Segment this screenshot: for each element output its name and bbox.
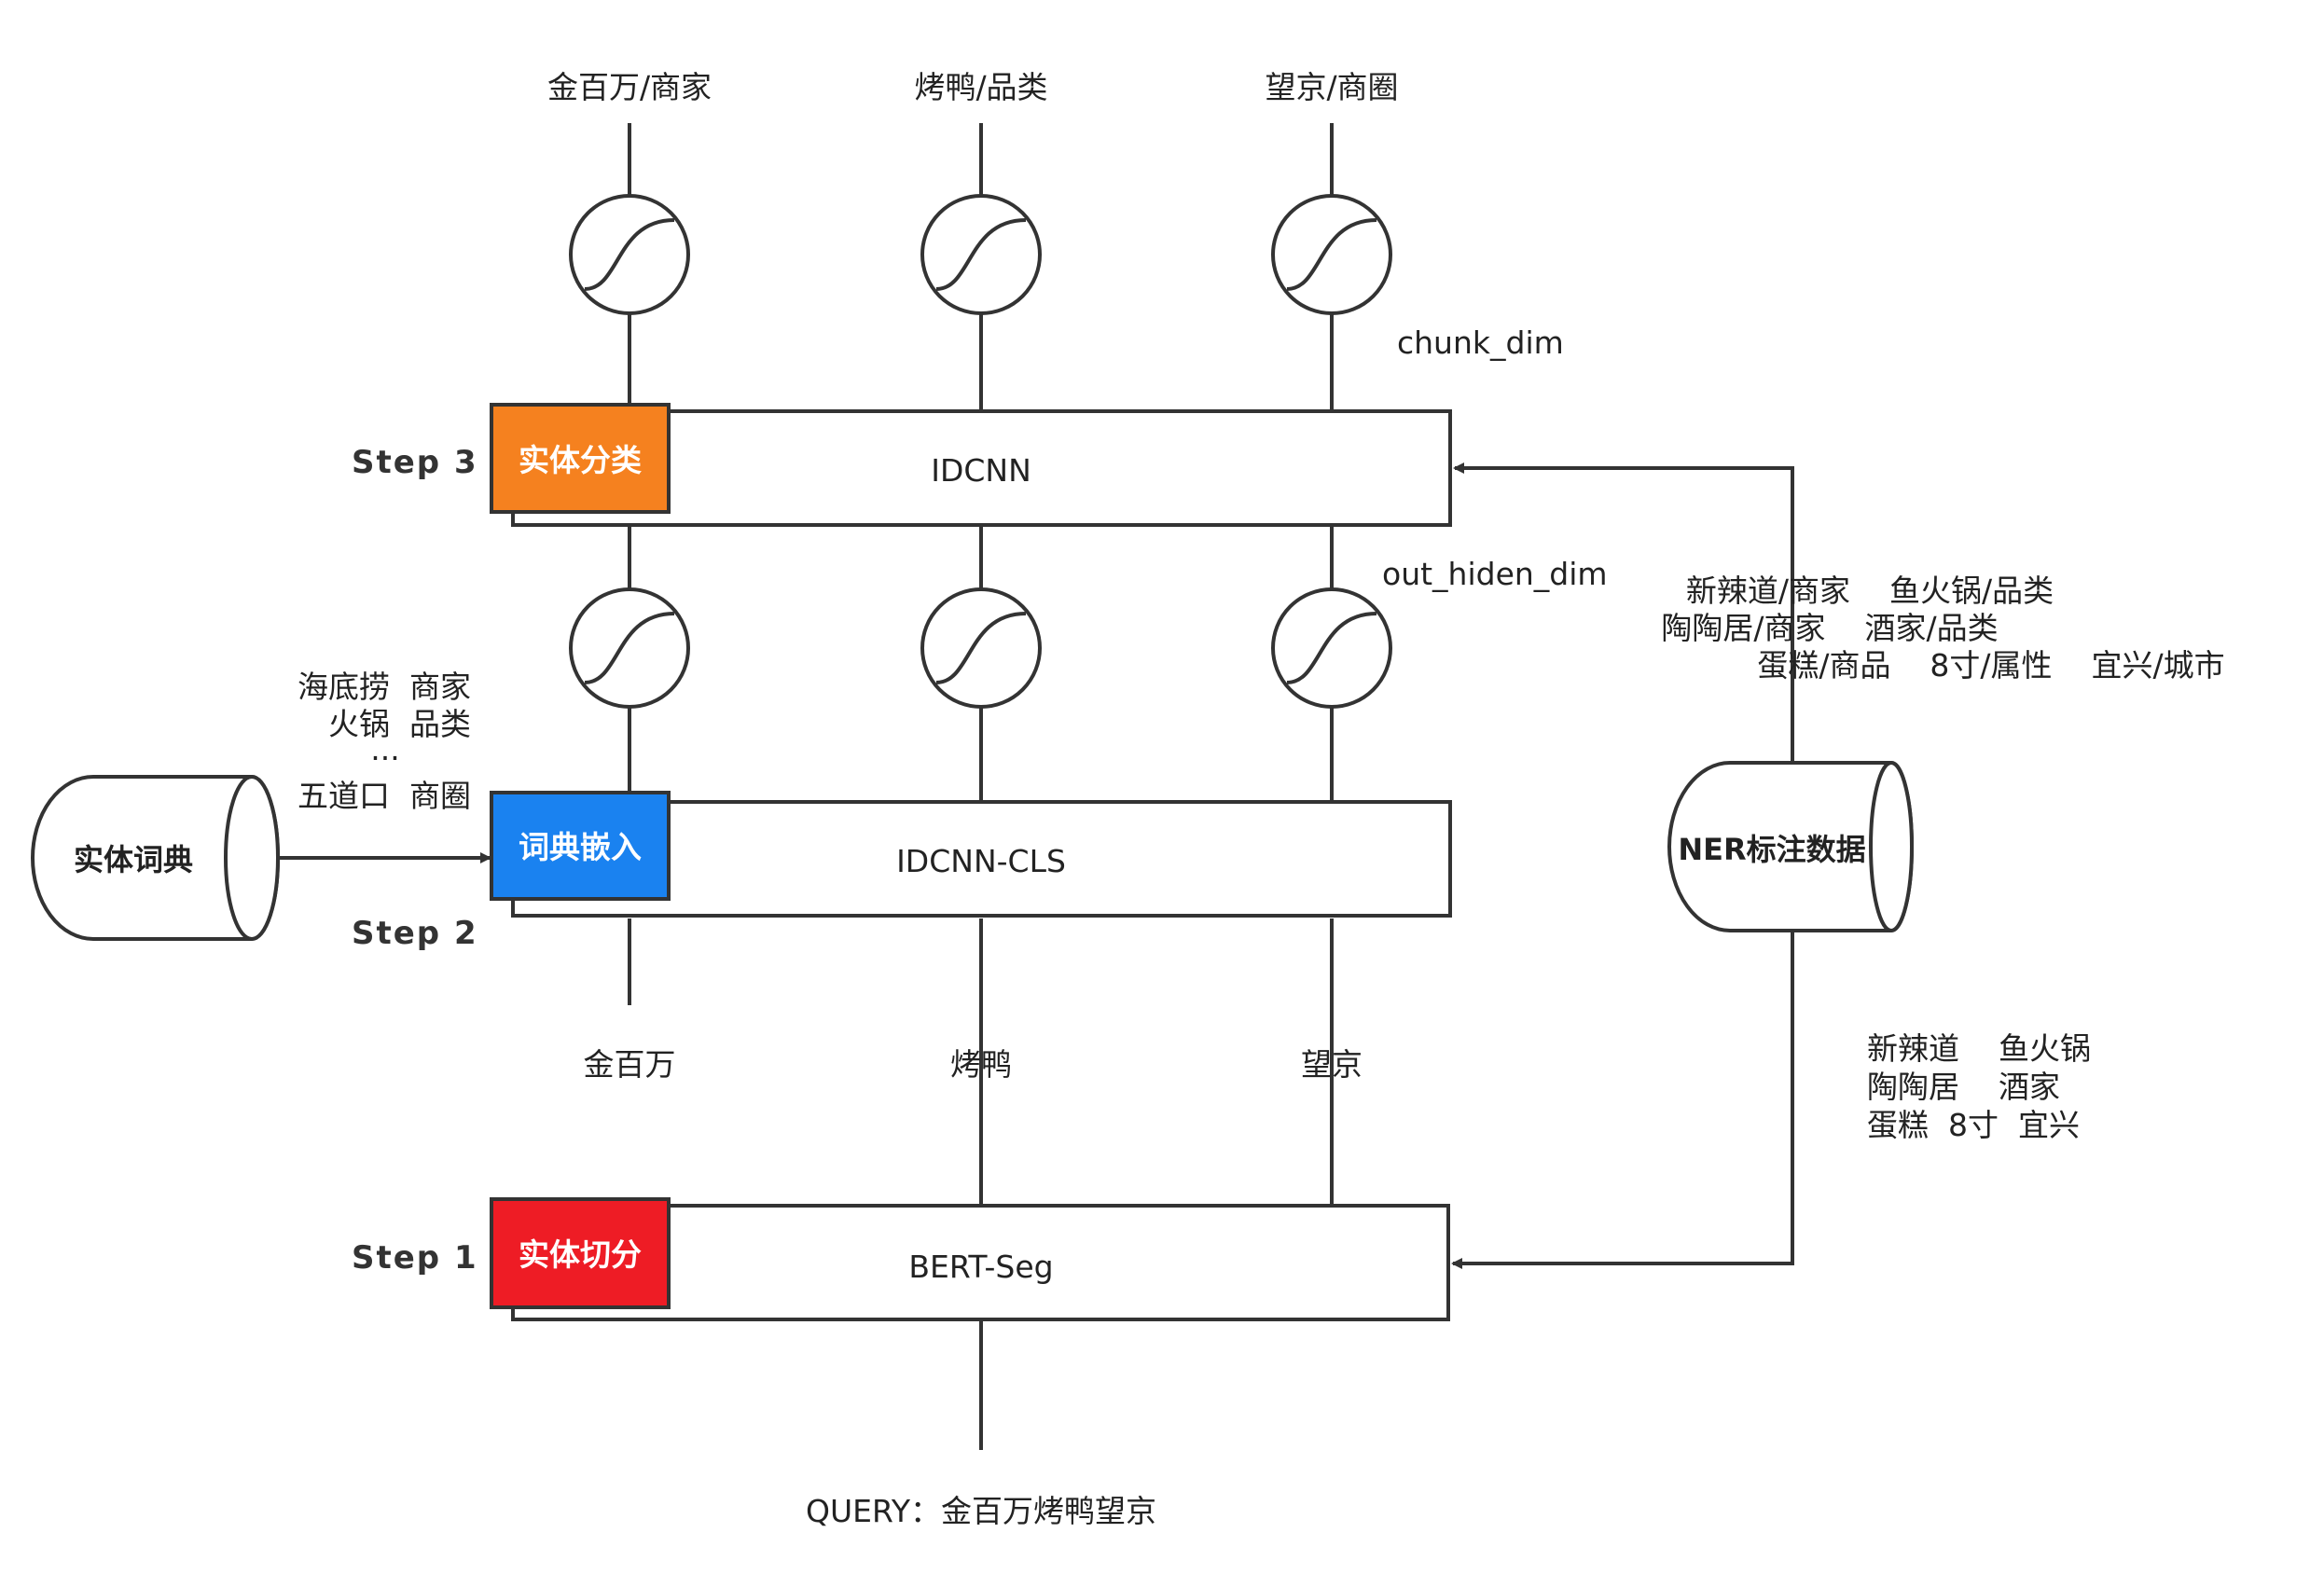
step3-model-label: IDCNN xyxy=(931,452,1031,489)
entity-dictionary: 实体词典 海底捞 商家 火锅 品类 ... 五道口 商圈 xyxy=(31,669,491,941)
sigmoid-node-icon xyxy=(1271,587,1392,709)
hidden-dim-label: out_hiden_dim xyxy=(1382,556,1608,592)
step2-label: Step 2 xyxy=(352,915,478,952)
ner-data-source: NER标注数据 新辣道/商家 鱼火锅/品类 陶陶居/商家 酒家/品类 蛋糕/商品… xyxy=(1451,463,2225,1269)
step3-badge xyxy=(490,403,671,514)
output-labels: 金百万/商家 烤鸭/品类 望京/商圈 xyxy=(547,69,1399,105)
activation-nodes-middle xyxy=(569,587,1392,709)
query-label: QUERY：金百万烤鸭望京 xyxy=(806,1493,1156,1529)
sigmoid-node-icon xyxy=(920,587,1042,709)
layer-step1: 实体切分 BERT-Seg Step 1 xyxy=(352,1197,1450,1321)
step1-model-label: BERT-Seg xyxy=(908,1249,1053,1285)
activation-nodes-top xyxy=(569,194,1392,315)
output-label: 烤鸭/品类 xyxy=(914,69,1047,105)
ner-labeled-line: 陶陶居/商家 酒家/品类 xyxy=(1661,610,1998,646)
step1-badge-text: 实体切分 xyxy=(519,1236,642,1273)
token-labels: 金百万 烤鸭 望京 xyxy=(584,1046,1363,1083)
ner-segment-line: 蛋糕 8寸 宜兴 xyxy=(1867,1107,2080,1143)
ner-arrow-to-step3 xyxy=(1453,463,1794,763)
layer-step2: 词典嵌入 IDCNN-CLS Step 2 xyxy=(352,791,1452,952)
ner-segment-line: 新辣道 鱼火锅 xyxy=(1867,1030,2091,1067)
step1-label: Step 1 xyxy=(352,1239,478,1277)
ner-data-name: NER标注数据 xyxy=(1678,832,1865,867)
ner-segment-line: 陶陶居 酒家 xyxy=(1867,1069,2060,1105)
token-label: 金百万 xyxy=(584,1046,676,1083)
column-connectors xyxy=(628,123,1334,1450)
step2-model-label: IDCNN-CLS xyxy=(896,843,1066,879)
sigmoid-node-icon xyxy=(920,194,1042,315)
ner-arrow-to-step1 xyxy=(1451,931,1794,1269)
dictionary-entry: 火锅 品类 xyxy=(328,706,471,742)
dictionary-entry: 五道口 商圈 xyxy=(297,778,471,814)
output-label: 望京/商圈 xyxy=(1265,69,1398,105)
sigmoid-node-icon xyxy=(1271,194,1392,315)
step2-badge xyxy=(490,791,671,901)
dictionary-entry: 海底捞 商家 xyxy=(297,669,471,705)
step3-label: Step 3 xyxy=(352,444,478,481)
sigmoid-node-icon xyxy=(569,194,690,315)
chunk-dim-label: chunk_dim xyxy=(1397,324,1564,361)
ner-labeled-line: 新辣道/商家 鱼火锅/品类 xyxy=(1686,573,2054,609)
sigmoid-node-icon xyxy=(569,587,690,709)
token-label: 望京 xyxy=(1301,1046,1363,1083)
step1-badge xyxy=(490,1197,671,1309)
layer-step3: 实体分类 IDCNN Step 3 xyxy=(352,403,1452,527)
dictionary-name: 实体词典 xyxy=(74,842,193,877)
step2-badge-text: 词典嵌入 xyxy=(519,829,642,865)
dictionary-entry: ... xyxy=(370,731,399,767)
ner-labeled-line: 蛋糕/商品 8寸/属性 宜兴/城市 xyxy=(1757,647,2224,683)
step3-badge-text: 实体分类 xyxy=(519,442,642,478)
output-label: 金百万/商家 xyxy=(547,69,712,105)
token-label: 烤鸭 xyxy=(950,1046,1012,1083)
